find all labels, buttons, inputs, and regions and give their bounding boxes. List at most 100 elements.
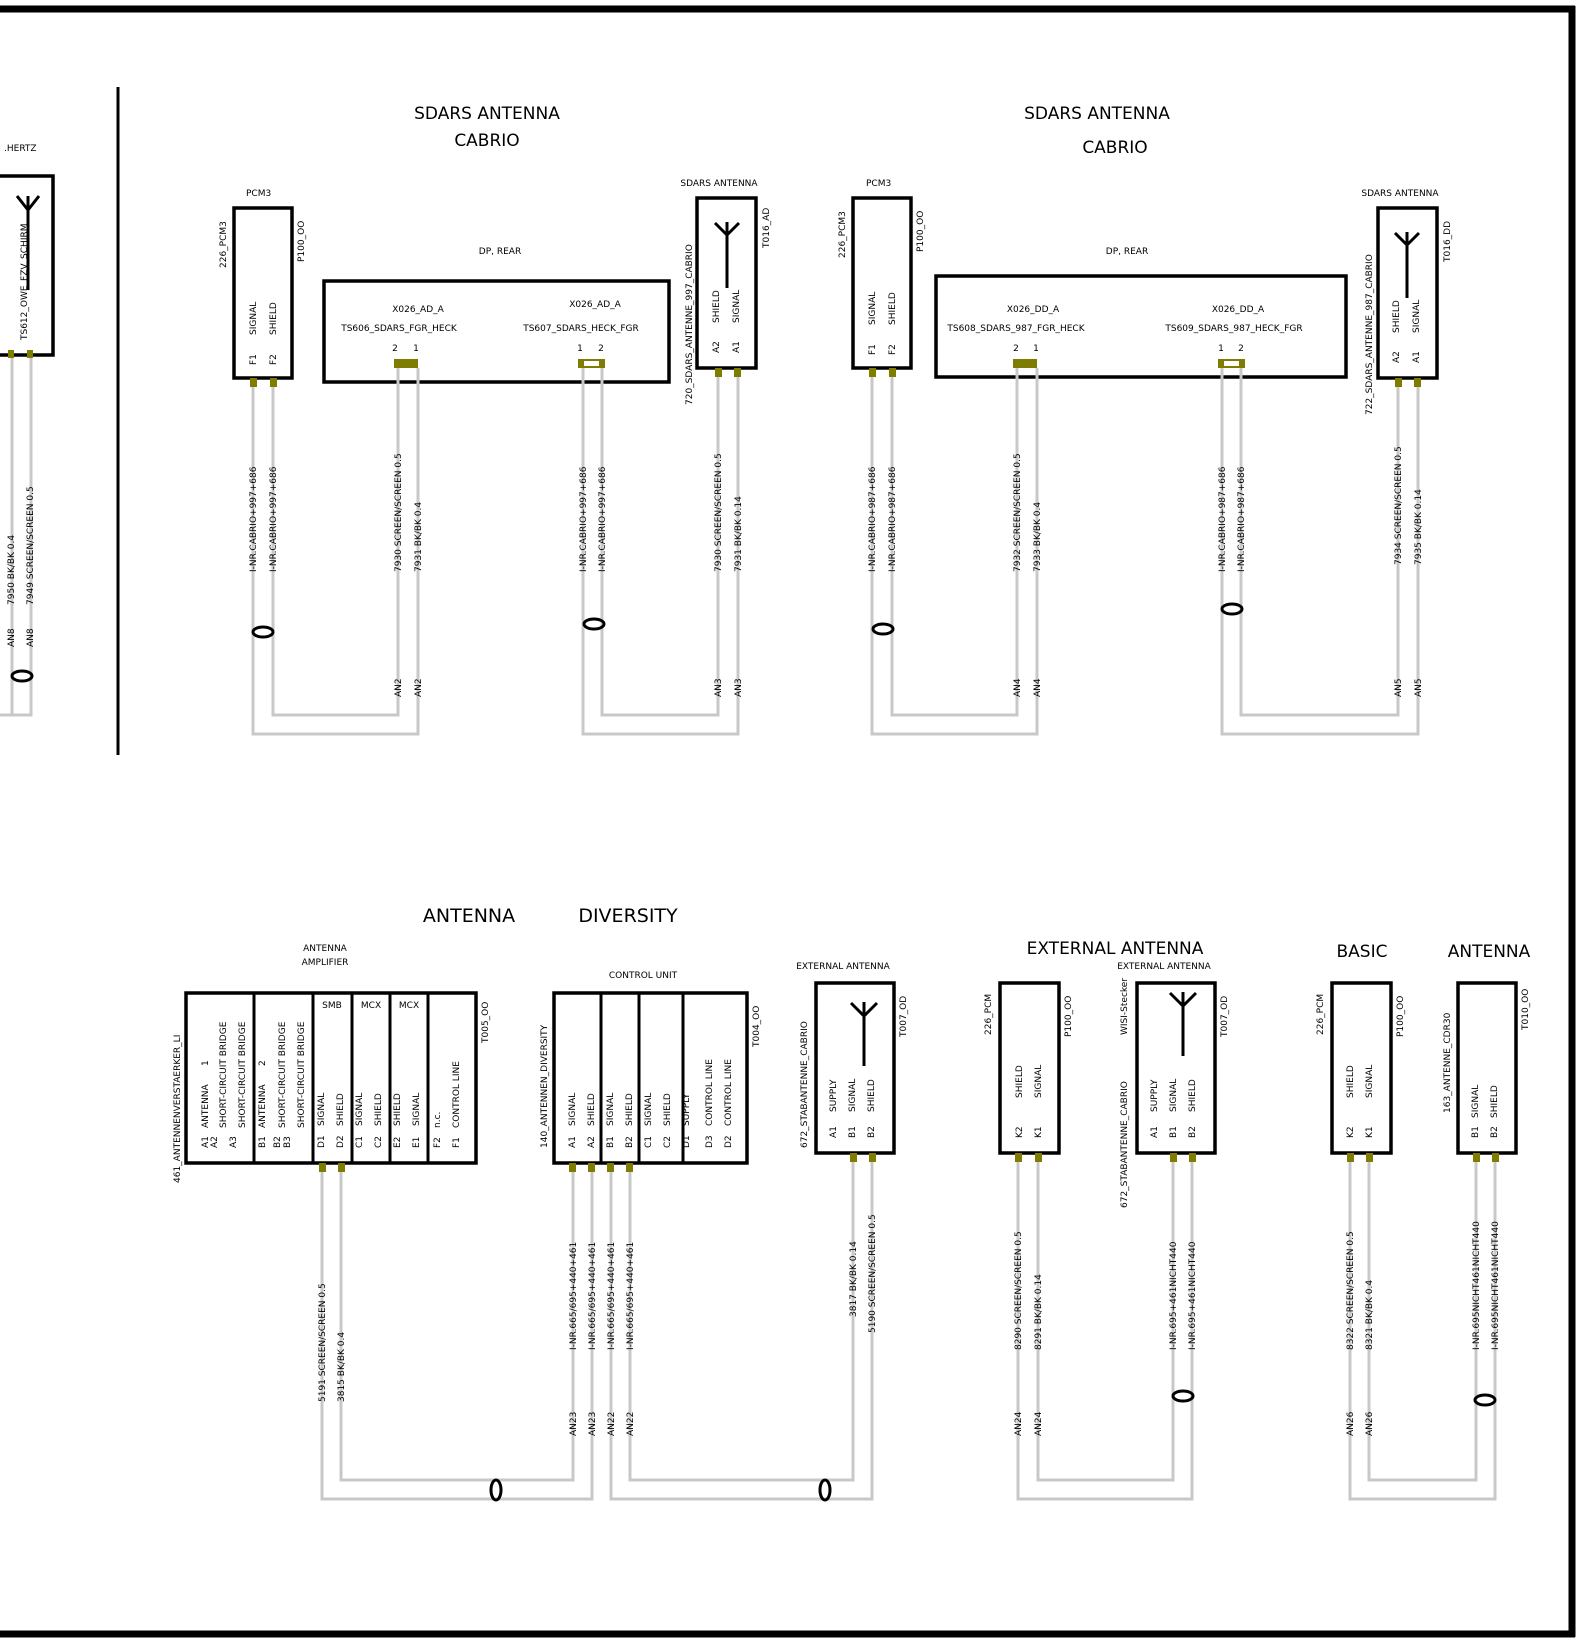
cu-c1-label: SIGNAL xyxy=(644,1093,654,1126)
twist-marker xyxy=(489,1478,503,1502)
amp-e1-label: SIGNAL xyxy=(412,1093,422,1126)
cu-d3-pin: D3 xyxy=(705,1135,715,1148)
left-splice-2: AN8 xyxy=(26,628,36,647)
pcm3-part: P100_OO xyxy=(297,221,307,262)
pcm3-signal-1: SIGNAL xyxy=(249,302,259,335)
cu-d2-pin: D2 xyxy=(724,1135,734,1148)
basic-antenna-id: 163_ANTENNE_CDR30 xyxy=(1443,1012,1453,1113)
twist-marker xyxy=(582,617,606,631)
twist-marker xyxy=(10,669,34,683)
amplifier-box xyxy=(184,991,478,1165)
pcm-basic-k2-pin: K2 xyxy=(1346,1126,1356,1138)
wire-basic-2: I-NR.695NICHT461NICHT440 xyxy=(1491,1221,1501,1350)
amp-a2-pin: A2 xyxy=(210,1136,220,1148)
twist-marker xyxy=(871,622,895,636)
sdars-right-title-1: SDARS ANTENNA xyxy=(1024,104,1170,124)
twist-marker xyxy=(1220,602,1244,616)
amp-b1-num: 2 xyxy=(258,1060,268,1066)
cu-c1-pin: C1 xyxy=(644,1136,654,1148)
pcm-ext-id: 226_PCM xyxy=(984,994,994,1035)
wire-cu-3: I-NR.665/695+440+461 xyxy=(607,1242,617,1350)
control-unit-box xyxy=(552,991,749,1165)
cu-splice-1: AN23 xyxy=(569,1412,579,1436)
connector-pin-b2: 2 xyxy=(598,344,604,354)
twist-marker xyxy=(251,625,275,639)
sdars-left-title-1: SDARS ANTENNA xyxy=(414,104,560,124)
connector-x1: X026_DD_A xyxy=(1007,305,1060,315)
cu-c2-label: SHIELD xyxy=(663,1093,673,1126)
wire-conn-a-1: 7932 SCREEN/SCREEN 0.5 xyxy=(1013,453,1023,572)
pcm-basic-k2-label: SHIELD xyxy=(1346,1065,1356,1098)
ext2-b1-pin: B1 xyxy=(1169,1126,1179,1138)
amp-d2-pin: D2 xyxy=(336,1135,346,1148)
amp-smb-header: SMB xyxy=(322,1001,342,1011)
antenna-diversity-title-2: DIVERSITY xyxy=(578,905,678,927)
amp-a1-label: ANTENNA xyxy=(201,1083,211,1128)
splice-4: AN3 xyxy=(734,678,744,697)
ext2-b2-pin: B2 xyxy=(1188,1126,1198,1138)
sdars-antenna-box xyxy=(1376,206,1439,380)
amp-c1-pin: C1 xyxy=(355,1136,365,1148)
pcm-ext-k1-pin: K1 xyxy=(1034,1126,1044,1138)
ext-antenna-2-caption: EXTERNAL ANTENNA xyxy=(1117,962,1211,972)
pcm3-caption: PCM3 xyxy=(246,189,271,199)
control-unit-part: T004_OO xyxy=(752,1006,762,1048)
dp-rear-caption: DP, REAR xyxy=(479,247,521,257)
basic-b1-label: SIGNAL xyxy=(1471,1085,1481,1118)
pcm-ext-splice-1: AN24 xyxy=(1014,1411,1024,1436)
antenna-icon xyxy=(15,195,41,290)
sdars-antenna-pin-2: A1 xyxy=(1412,351,1422,363)
wire-pcm-2: I-NR.CABRIO+997+686 xyxy=(269,466,279,572)
ext1-b1-pin: B1 xyxy=(848,1126,858,1138)
sdars-antenna-signal-2: SIGNAL xyxy=(1412,300,1422,333)
dp-rear-caption: DP, REAR xyxy=(1106,247,1148,257)
wire-conn-a-2: 7933 BK/BK 0.4 xyxy=(1033,502,1043,572)
external-antenna-title: EXTERNAL ANTENNA xyxy=(1027,939,1204,959)
twist-marker xyxy=(1171,1389,1195,1403)
amp-mcx2-header: MCX xyxy=(399,1001,419,1011)
left-partial-connector: TS612_OWE_FZV_SCHIRM xyxy=(20,224,30,342)
wire-basic-1: I-NR.695NICHT461NICHT440 xyxy=(1472,1221,1482,1350)
amplifier-part: T005_OO xyxy=(481,1002,491,1044)
twist-marker xyxy=(1473,1393,1497,1407)
basic-antenna-part: T010_OO xyxy=(1521,989,1531,1031)
antenna-icon xyxy=(1168,991,1198,1056)
sdars-antenna-signal-1: SHIELD xyxy=(712,290,722,323)
amp-e2-label: SHIELD xyxy=(393,1093,403,1126)
left-partial-caption: .HERTZ xyxy=(4,144,37,154)
pcm-ext-k2-label: SHIELD xyxy=(1015,1065,1025,1098)
connector-ts2: TS609_SDARS_987_HECK_FGR xyxy=(1164,324,1302,334)
antenna-icon xyxy=(713,221,741,288)
pcm3-pin-1: F1 xyxy=(868,344,878,355)
ext2-a1-pin: A1 xyxy=(1150,1126,1160,1138)
ext1-a1-label: SUPPLY xyxy=(829,1079,839,1112)
wire-pcm-ext-1: 8290 SCREEN/SCREEN 0.5 xyxy=(1014,1231,1024,1350)
ext-antenna-1-id: 672_STABANTENNE_CABRIO xyxy=(800,1021,810,1148)
ext-antenna-2-part: T007_OD xyxy=(1220,996,1230,1038)
amp-f1-label: CONTROL LINE xyxy=(452,1061,462,1128)
amp-b2-pin: B2 xyxy=(273,1136,283,1148)
basic-b1-pin: B1 xyxy=(1471,1126,1481,1138)
sdars-antenna-signal-1: SHIELD xyxy=(1392,300,1402,333)
control-unit: CONTROL UNIT 140_ANTENNEN_DIVERSITY T004… xyxy=(540,971,762,1172)
wire-conn-b-1: I-NR.CABRIO+987+686 xyxy=(1218,466,1228,572)
splice-2: AN4 xyxy=(1033,678,1043,697)
wire-ant-1: 7930 SCREEN/SCREEN 0.5 xyxy=(714,453,724,572)
connector-pin-a2: 1 xyxy=(413,344,419,354)
sdars-right-section: SDARS ANTENNA CABRIO PCM3 226_PCM3 P100_… xyxy=(838,104,1453,736)
connector-x2: X026_DD_A xyxy=(1212,305,1265,315)
connector-pin-b1: 1 xyxy=(1218,344,1224,354)
wire-ext1-1: 3817 BK/BK 0.14 xyxy=(849,1241,859,1317)
left-wire-1: 7950 BK/BK 0.4 xyxy=(7,535,17,605)
basic-antenna: 163_ANTENNE_CDR30 T010_OO B1 SIGNAL B2 S… xyxy=(1443,981,1531,1162)
amp-f2-pin: F2 xyxy=(433,1137,443,1148)
wire-amp-2: 3815 BK/BK 0.4 xyxy=(337,1332,347,1402)
connector-ts1: TS608_SDARS_987_FGR_HECK xyxy=(946,324,1085,334)
sdars-antenna-pin-1: A2 xyxy=(1392,351,1402,363)
sdars-antenna-id: 722_SDARS_ANTENNE_987_CABRIO xyxy=(1365,254,1375,415)
amp-e1-pin: E1 xyxy=(412,1137,422,1148)
wire-cu-4: I-NR.665/695+440+461 xyxy=(626,1242,636,1350)
wire-ant-2: 7935 BK/BK 0.14 xyxy=(1414,489,1424,565)
wire-ext2-2: I-NR.695+461NICHT440 xyxy=(1188,1241,1198,1350)
pcm3-box xyxy=(232,206,294,380)
